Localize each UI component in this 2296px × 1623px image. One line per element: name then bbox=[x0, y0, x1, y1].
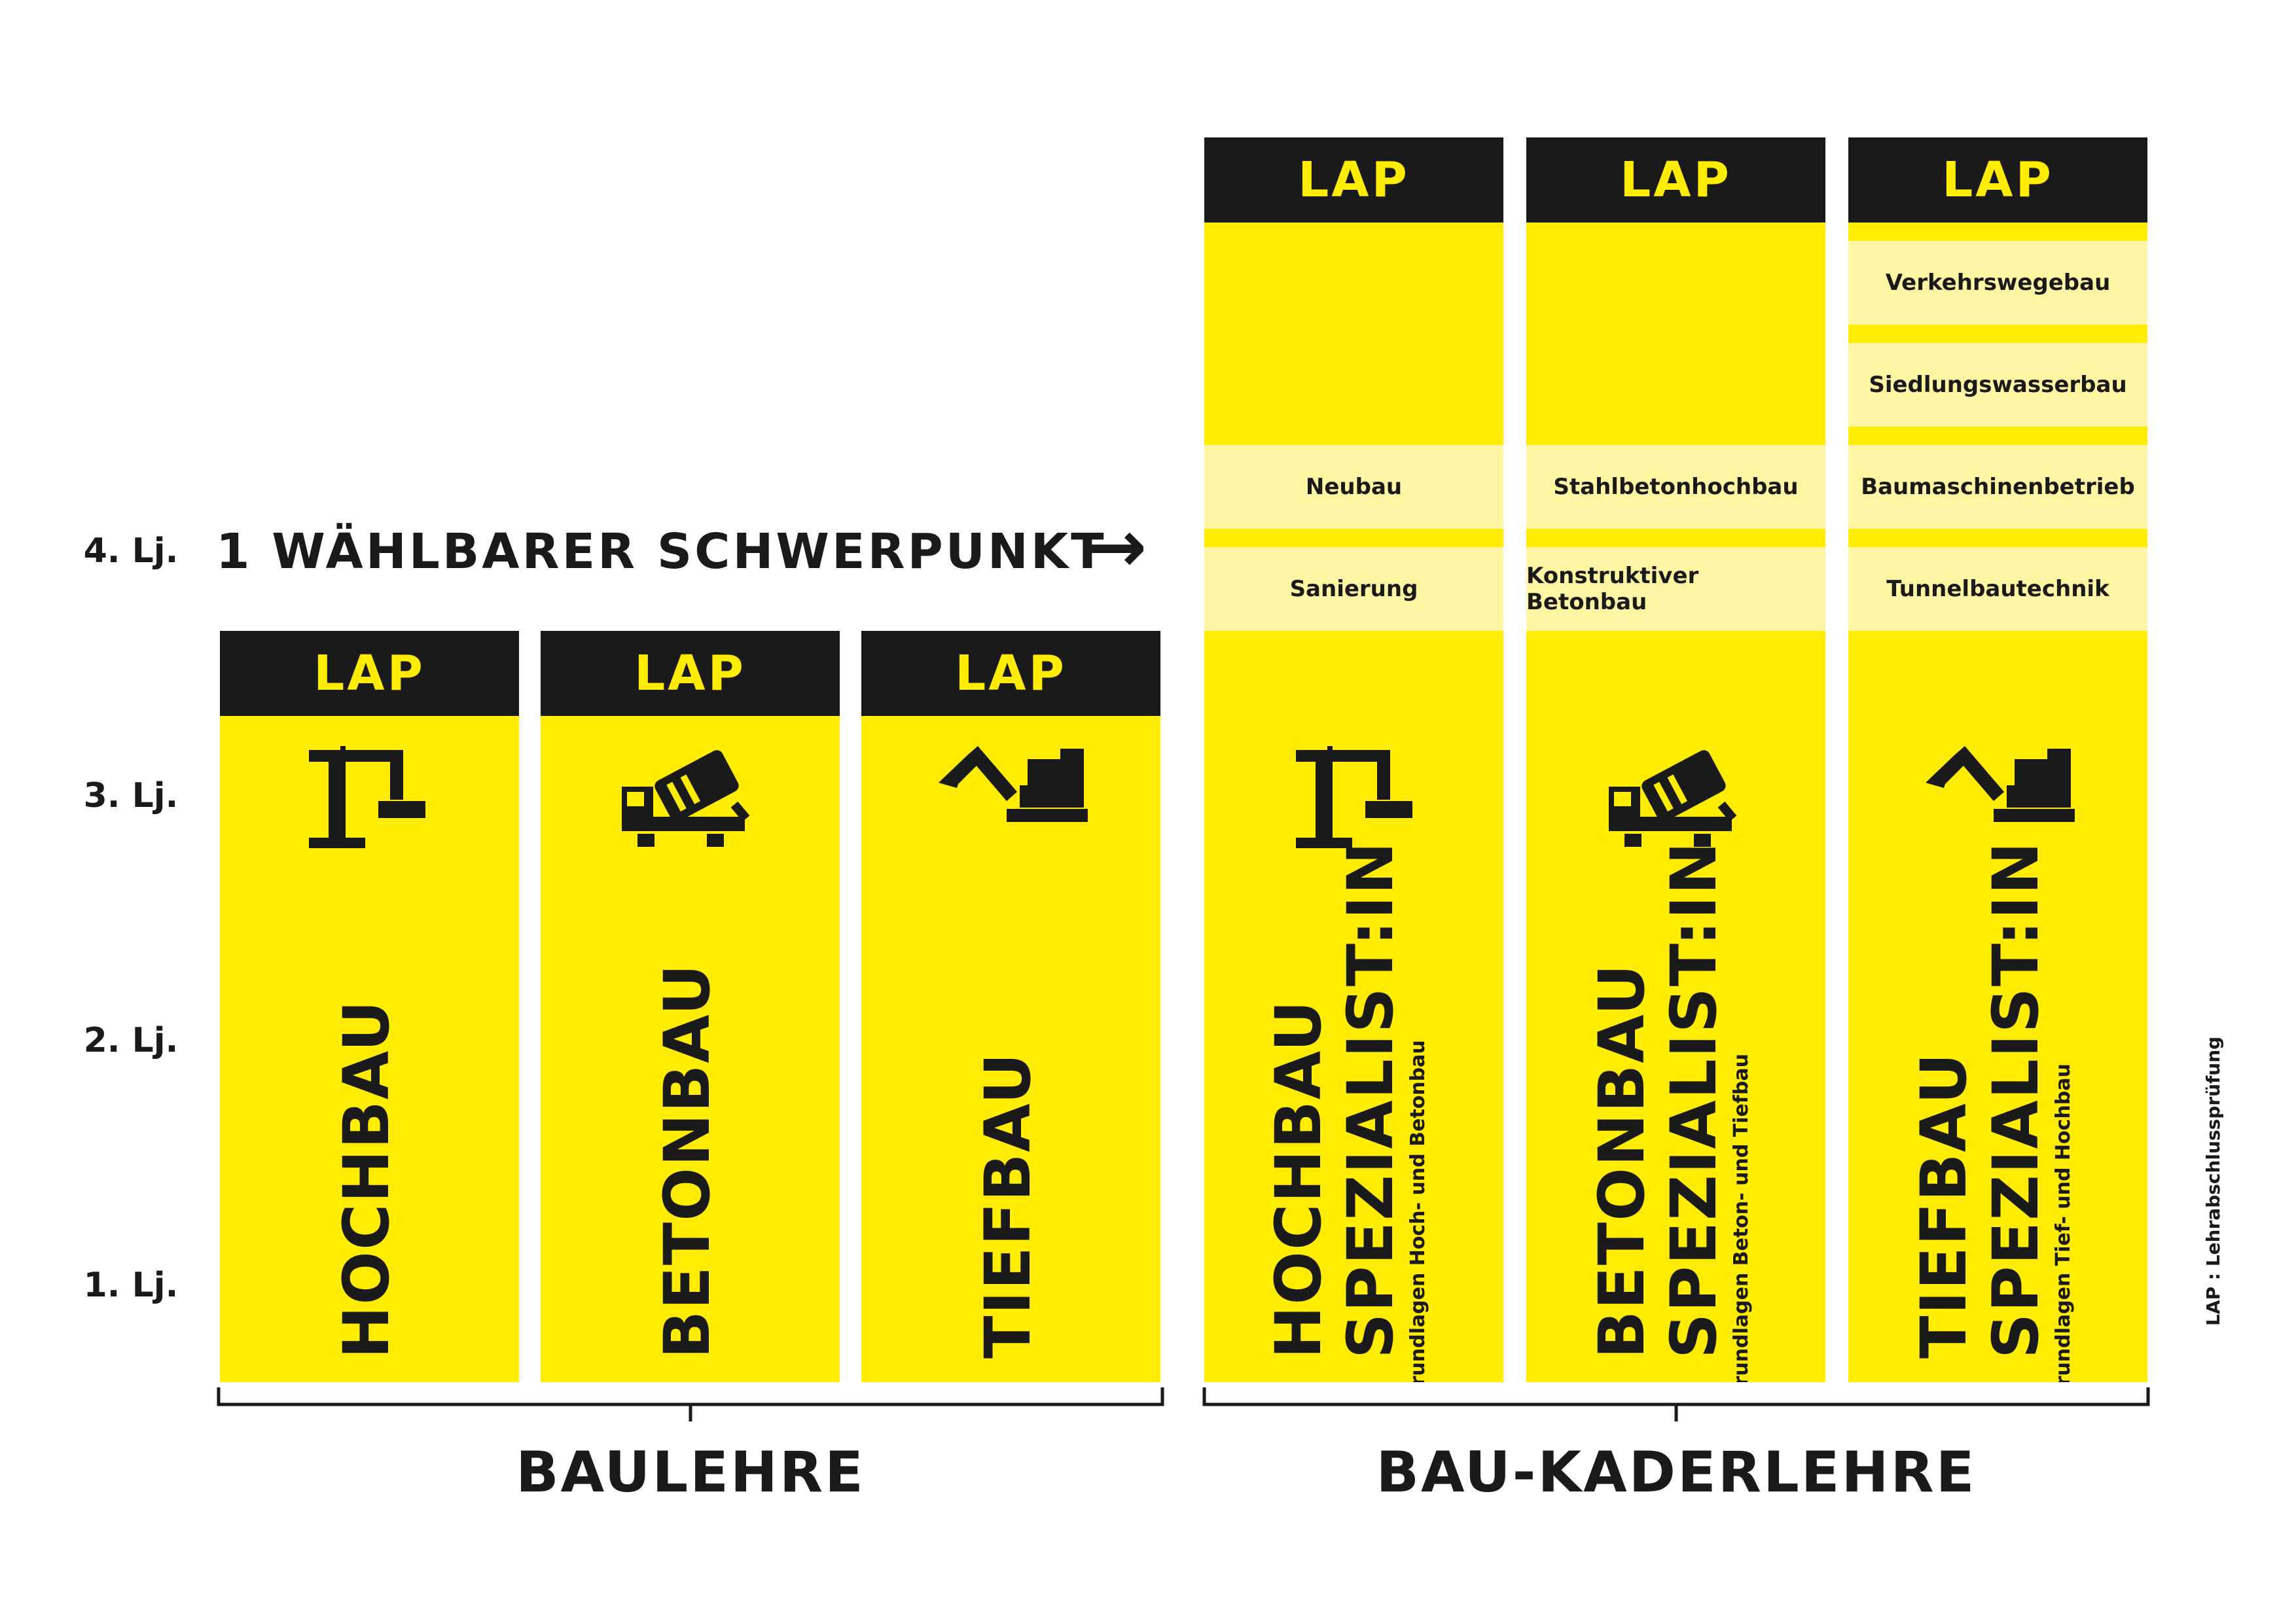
lap-header: LAP bbox=[1204, 137, 1503, 223]
kaderlehre-label: BAU-KADERLEHRE bbox=[1376, 1440, 1977, 1505]
baulehre-column-tiefbau: LAP TIEFBAU bbox=[861, 631, 1160, 1382]
focus-konstruktiver-betonbau: Konstruktiver Betonbau bbox=[1526, 547, 1825, 631]
baulehre-label: BAULEHRE bbox=[516, 1440, 865, 1505]
column-note: Grundlagen Beton- und Tiefbau bbox=[1730, 1053, 1753, 1382]
lap-header: LAP bbox=[1848, 137, 2147, 223]
focus-neubau: Neubau bbox=[1204, 445, 1503, 529]
excavator-icon bbox=[1926, 746, 2075, 822]
column-title: TIEFBAU bbox=[1907, 1052, 1981, 1359]
lap-header: LAP bbox=[861, 631, 1160, 716]
year-label-1: 1. Lj. bbox=[83, 1266, 179, 1305]
year-label-4: 4. Lj. bbox=[83, 531, 179, 571]
lap-header: LAP bbox=[1526, 137, 1825, 223]
column-title: HOCHBAU bbox=[1262, 999, 1335, 1359]
crane-icon bbox=[309, 746, 425, 848]
focus-tunnelbautechnik: Tunnelbautechnik bbox=[1848, 547, 2147, 631]
column-title: TIEFBAU bbox=[971, 1052, 1045, 1359]
column-subtitle: SPEZIALIST:IN bbox=[1334, 840, 1407, 1359]
baulehre-column-betonbau: LAP BETONBAU bbox=[541, 631, 840, 1382]
focus-verkehrswegebau: Verkehrswegebau bbox=[1848, 241, 2147, 325]
focus-baumaschinenbetrieb: Baumaschinenbetrieb bbox=[1848, 445, 2147, 529]
focus-stahlbetonhochbau: Stahlbetonhochbau bbox=[1526, 445, 1825, 529]
column-title: BETONBAU bbox=[1585, 963, 1659, 1359]
column-title: BETONBAU bbox=[651, 963, 724, 1359]
focus-siedlungswasserbau: Siedlungswasserbau bbox=[1848, 343, 2147, 427]
column-note: Grundlagen Hoch- und Betonbau bbox=[1407, 1040, 1429, 1382]
lap-header: LAP bbox=[541, 631, 840, 716]
footnote: LAP : Lehrabschlussprüfung bbox=[2202, 1036, 2224, 1326]
kaderlehre-bracket bbox=[1202, 1387, 2150, 1421]
lap-header: LAP bbox=[220, 631, 519, 716]
kaderlehre-column-hochbau: LAP Neubau Sanierung HOCHBAU SPEZIALIST:… bbox=[1204, 137, 1503, 1382]
concrete-mixer-truck-icon bbox=[622, 750, 750, 847]
baulehre-column-hochbau: LAP HOCHBAU bbox=[220, 631, 519, 1382]
year-label-3: 3. Lj. bbox=[83, 776, 179, 815]
column-subtitle: SPEZIALIST:IN bbox=[1657, 840, 1731, 1359]
kaderlehre-column-betonbau: LAP Stahlbetonhochbau Konstruktiver Beto… bbox=[1526, 137, 1825, 1382]
kaderlehre-column-tiefbau: LAP Verkehrswegebau Siedlungswasserbau B… bbox=[1848, 137, 2147, 1382]
column-note: Grundlagen Tief- und Hochbau bbox=[2052, 1063, 2075, 1382]
schwerpunkt-label: 1 WÄHLBARER SCHWERPUNKT bbox=[216, 524, 1107, 580]
excavator-icon bbox=[939, 746, 1088, 822]
focus-sanierung: Sanierung bbox=[1204, 547, 1503, 631]
crane-icon bbox=[1296, 746, 1412, 848]
column-subtitle: SPEZIALIST:IN bbox=[1979, 840, 2053, 1359]
arrow-right-icon: → bbox=[1086, 505, 1147, 588]
baulehre-bracket bbox=[217, 1387, 1164, 1421]
year-label-2: 2. Lj. bbox=[83, 1021, 179, 1060]
column-title: HOCHBAU bbox=[330, 999, 403, 1359]
concrete-mixer-truck-icon bbox=[1609, 750, 1737, 847]
